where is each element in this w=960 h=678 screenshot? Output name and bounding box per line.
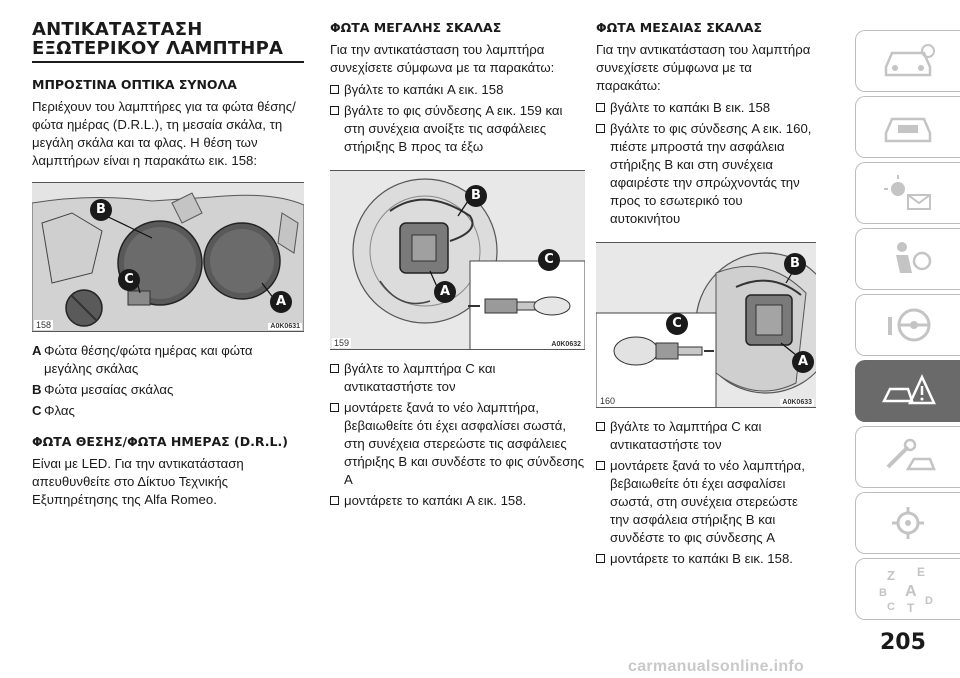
car-dashboard-icon: [884, 117, 932, 143]
callout-a: A: [792, 351, 814, 373]
section-heading-drl: ΦΩΤΑ ΘΕΣΗΣ/ΦΩΤΑ ΗΜΕΡΑΣ (D.R.L.): [32, 434, 288, 449]
callout-a: A: [434, 281, 456, 303]
figure-code: A0K0631: [268, 323, 302, 330]
callout-b: B: [90, 199, 112, 221]
legend-text: Φλας: [44, 403, 75, 418]
legend-label: A: [32, 343, 42, 358]
light-mail-icon: [884, 175, 931, 210]
intro-paragraph: Περιέχουν του λαμπτήρες για τα φώτα θέση…: [32, 99, 296, 168]
checkbox-bullet-icon: [596, 103, 605, 112]
checkbox-bullet-icon: [330, 85, 339, 94]
watermark: carmanualsonline.info: [628, 658, 805, 675]
figure-159: B C A 159 A0K0632: [330, 170, 585, 350]
checkbox-bullet-icon: [330, 403, 339, 412]
section-heading-low-beam: ΦΩΤΑ ΜΕΣΑΙΑΣ ΣΚΑΛΑΣ: [596, 20, 762, 35]
page-title-line-2: ΕΞΩΤΕΡΙΚΟΥ ΛΑΜΠΤΗΡΑ: [32, 38, 284, 59]
legend-text: Φώτα θέσης/φώτα ημέρας και φώτα μεγάλης …: [44, 343, 253, 376]
car-front-icon: [884, 44, 935, 77]
index-letter: A: [905, 583, 917, 600]
step-item: βγάλτε το λαμπτήρα C και αντικαταστήστε …: [330, 360, 585, 396]
callout-a: A: [270, 291, 292, 313]
headlight-rear-illustration: [32, 183, 304, 331]
index-letter: D: [925, 595, 933, 607]
index-letter: C: [887, 601, 895, 613]
callout-c: C: [118, 269, 140, 291]
index-letter: E: [917, 565, 925, 579]
checkbox-bullet-icon: [330, 496, 339, 505]
figure-code: A0K0633: [780, 399, 814, 406]
alphabet-index-icon: Z E B A C D T: [879, 565, 933, 614]
tab-lights-messages[interactable]: [855, 162, 960, 224]
tab-index[interactable]: Z E B A C D T: [855, 558, 960, 620]
gear-tools-icon: [892, 507, 924, 539]
section-heading-front-lights: ΜΠΡΟΣΤΙΝΑ ΟΠΤΙΚΑ ΣΥΝΟΛΑ: [32, 77, 237, 92]
page-number: 205: [880, 630, 926, 655]
checkbox-bullet-icon: [330, 106, 339, 115]
step-item: βγάλτε το φις σύνδεσης A εικ. 160, πιέστ…: [596, 120, 816, 228]
callout-c: C: [666, 313, 688, 335]
emergency-triangle-icon: [881, 374, 936, 405]
figure-number: 160: [598, 396, 618, 406]
steering-wheel-icon: [888, 308, 931, 342]
index-letter: T: [907, 601, 915, 614]
step-item: μοντάρετε το καπάκι A εικ. 158.: [330, 492, 585, 510]
figure-158: B C A 158 A0K0631: [32, 182, 304, 332]
figure-number: 158: [34, 320, 54, 330]
tab-car-dashboard[interactable]: [855, 96, 960, 158]
section-heading-high-beam: ΦΩΤΑ ΜΕΓΑΛΗΣ ΣΚΑΛΑΣ: [330, 20, 502, 35]
step-item: μοντάρετε ξανά το νέο λαμπτήρα, βεβαιωθε…: [330, 399, 585, 489]
tab-driving[interactable]: [855, 294, 960, 356]
checkbox-bullet-icon: [596, 554, 605, 563]
checkbox-bullet-icon: [596, 422, 605, 431]
checkbox-bullet-icon: [596, 124, 605, 133]
title-underline: [32, 61, 304, 63]
step-item: βγάλτε το φις σύνδεσης A εικ. 159 και στ…: [330, 102, 585, 156]
step-item: βγάλτε το καπάκι B εικ. 158: [596, 99, 816, 117]
high-beam-intro: Για την αντικατάσταση του λαμπτήρα συνεχ…: [330, 42, 555, 75]
tab-maintenance[interactable]: [855, 426, 960, 488]
step-item: βγάλτε το λαμπτήρα C και αντικαταστήστε …: [596, 418, 816, 454]
tab-emergency[interactable]: [855, 360, 960, 422]
step-item: μοντάρετε ξανά το νέο λαμπτήρα, βεβαιωθε…: [596, 457, 816, 547]
column-3: ΦΩΤΑ ΜΕΣΑΙΑΣ ΣΚΑΛΑΣ Για την αντικατάστασ…: [596, 20, 816, 571]
index-letter: Z: [887, 568, 895, 583]
callout-b: B: [465, 185, 487, 207]
checkbox-bullet-icon: [596, 461, 605, 470]
figure-160: B C A 160 A0K0633: [596, 242, 816, 408]
callout-c: C: [538, 249, 560, 271]
tab-safety[interactable]: [855, 228, 960, 290]
step-item: βγάλτε το καπάκι A εικ. 158: [330, 81, 585, 99]
legend-item-c: C Φλας: [32, 402, 304, 420]
low-beam-intro: Για την αντικατάσταση του λαμπτήρα συνεχ…: [596, 42, 811, 93]
tab-car-front[interactable]: [855, 30, 960, 92]
legend-item-b: B Φώτα μεσαίας σκάλας: [32, 381, 304, 399]
step-item: μοντάρετε το καπάκι B εικ. 158.: [596, 550, 816, 568]
seat-airbag-icon: [896, 242, 932, 273]
callout-b: B: [784, 253, 806, 275]
wrench-car-icon: [886, 438, 936, 471]
page-title-line-1: ΑΝΤΙΚΑΤΑΣΤΑΣΗ: [32, 19, 203, 40]
legend-label: C: [32, 403, 42, 418]
chapter-tab-sidebar: Z E B A C D T: [855, 30, 960, 630]
legend-item-a: A Φώτα θέσης/φώτα ημέρας και φώτα μεγάλη…: [32, 342, 304, 378]
low-beam-bulb-illustration: [596, 243, 816, 407]
legend-label: B: [32, 382, 42, 397]
column-1: ΑΝΤΙΚΑΤΑΣΤΑΣΗ ΕΞΩΤΕΡΙΚΟΥ ΛΑΜΠΤΗΡΑ ΜΠΡΟΣΤ…: [32, 20, 304, 513]
legend-text: Φώτα μεσαίας σκάλας: [44, 382, 174, 397]
column-2: ΦΩΤΑ ΜΕΓΑΛΗΣ ΣΚΑΛΑΣ Για την αντικατάστασ…: [330, 20, 585, 513]
drl-paragraph: Είναι με LED. Για την αντικατάσταση απευ…: [32, 456, 244, 507]
tab-technical-data[interactable]: [855, 492, 960, 554]
checkbox-bullet-icon: [330, 364, 339, 373]
figure-number: 159: [332, 338, 352, 348]
figure-code: A0K0632: [549, 341, 583, 348]
index-letter: B: [879, 587, 887, 599]
